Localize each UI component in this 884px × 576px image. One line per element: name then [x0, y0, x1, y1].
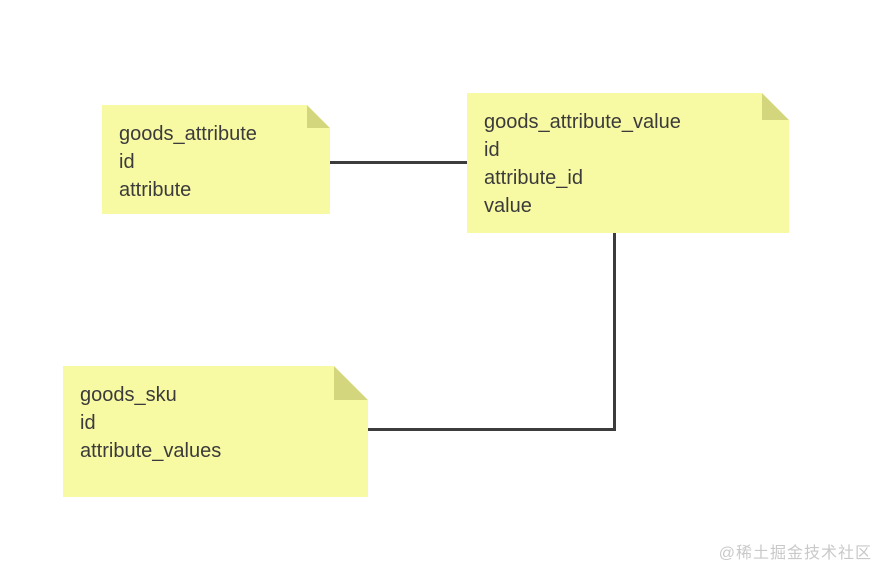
connector-value-to-sku-horizontal	[368, 428, 616, 431]
note-field: attribute_values	[80, 440, 222, 462]
note-goods-sku: goods_sku id attribute_values	[63, 366, 368, 497]
connector-value-to-sku-vertical	[613, 233, 616, 430]
note-goods-attribute: goods_attribute id attribute	[102, 105, 330, 214]
note-field: attribute_id	[484, 167, 583, 189]
connector-attribute-to-value	[330, 161, 467, 164]
note-field: id	[119, 151, 135, 173]
note-title: goods_attribute_value	[484, 111, 681, 133]
folded-corner-icon	[762, 93, 789, 120]
note-field: attribute	[119, 179, 192, 201]
note-field: value	[484, 195, 532, 217]
folded-corner-icon	[334, 366, 368, 400]
folded-corner-icon	[307, 105, 330, 128]
watermark: @稀土掘金技术社区	[718, 545, 872, 562]
note-goods-attribute-value: goods_attribute_value id attribute_id va…	[467, 93, 789, 233]
note-field: id	[484, 139, 500, 161]
note-title: goods_sku	[80, 384, 177, 406]
note-title: goods_attribute	[119, 123, 257, 145]
note-field: id	[80, 412, 96, 434]
